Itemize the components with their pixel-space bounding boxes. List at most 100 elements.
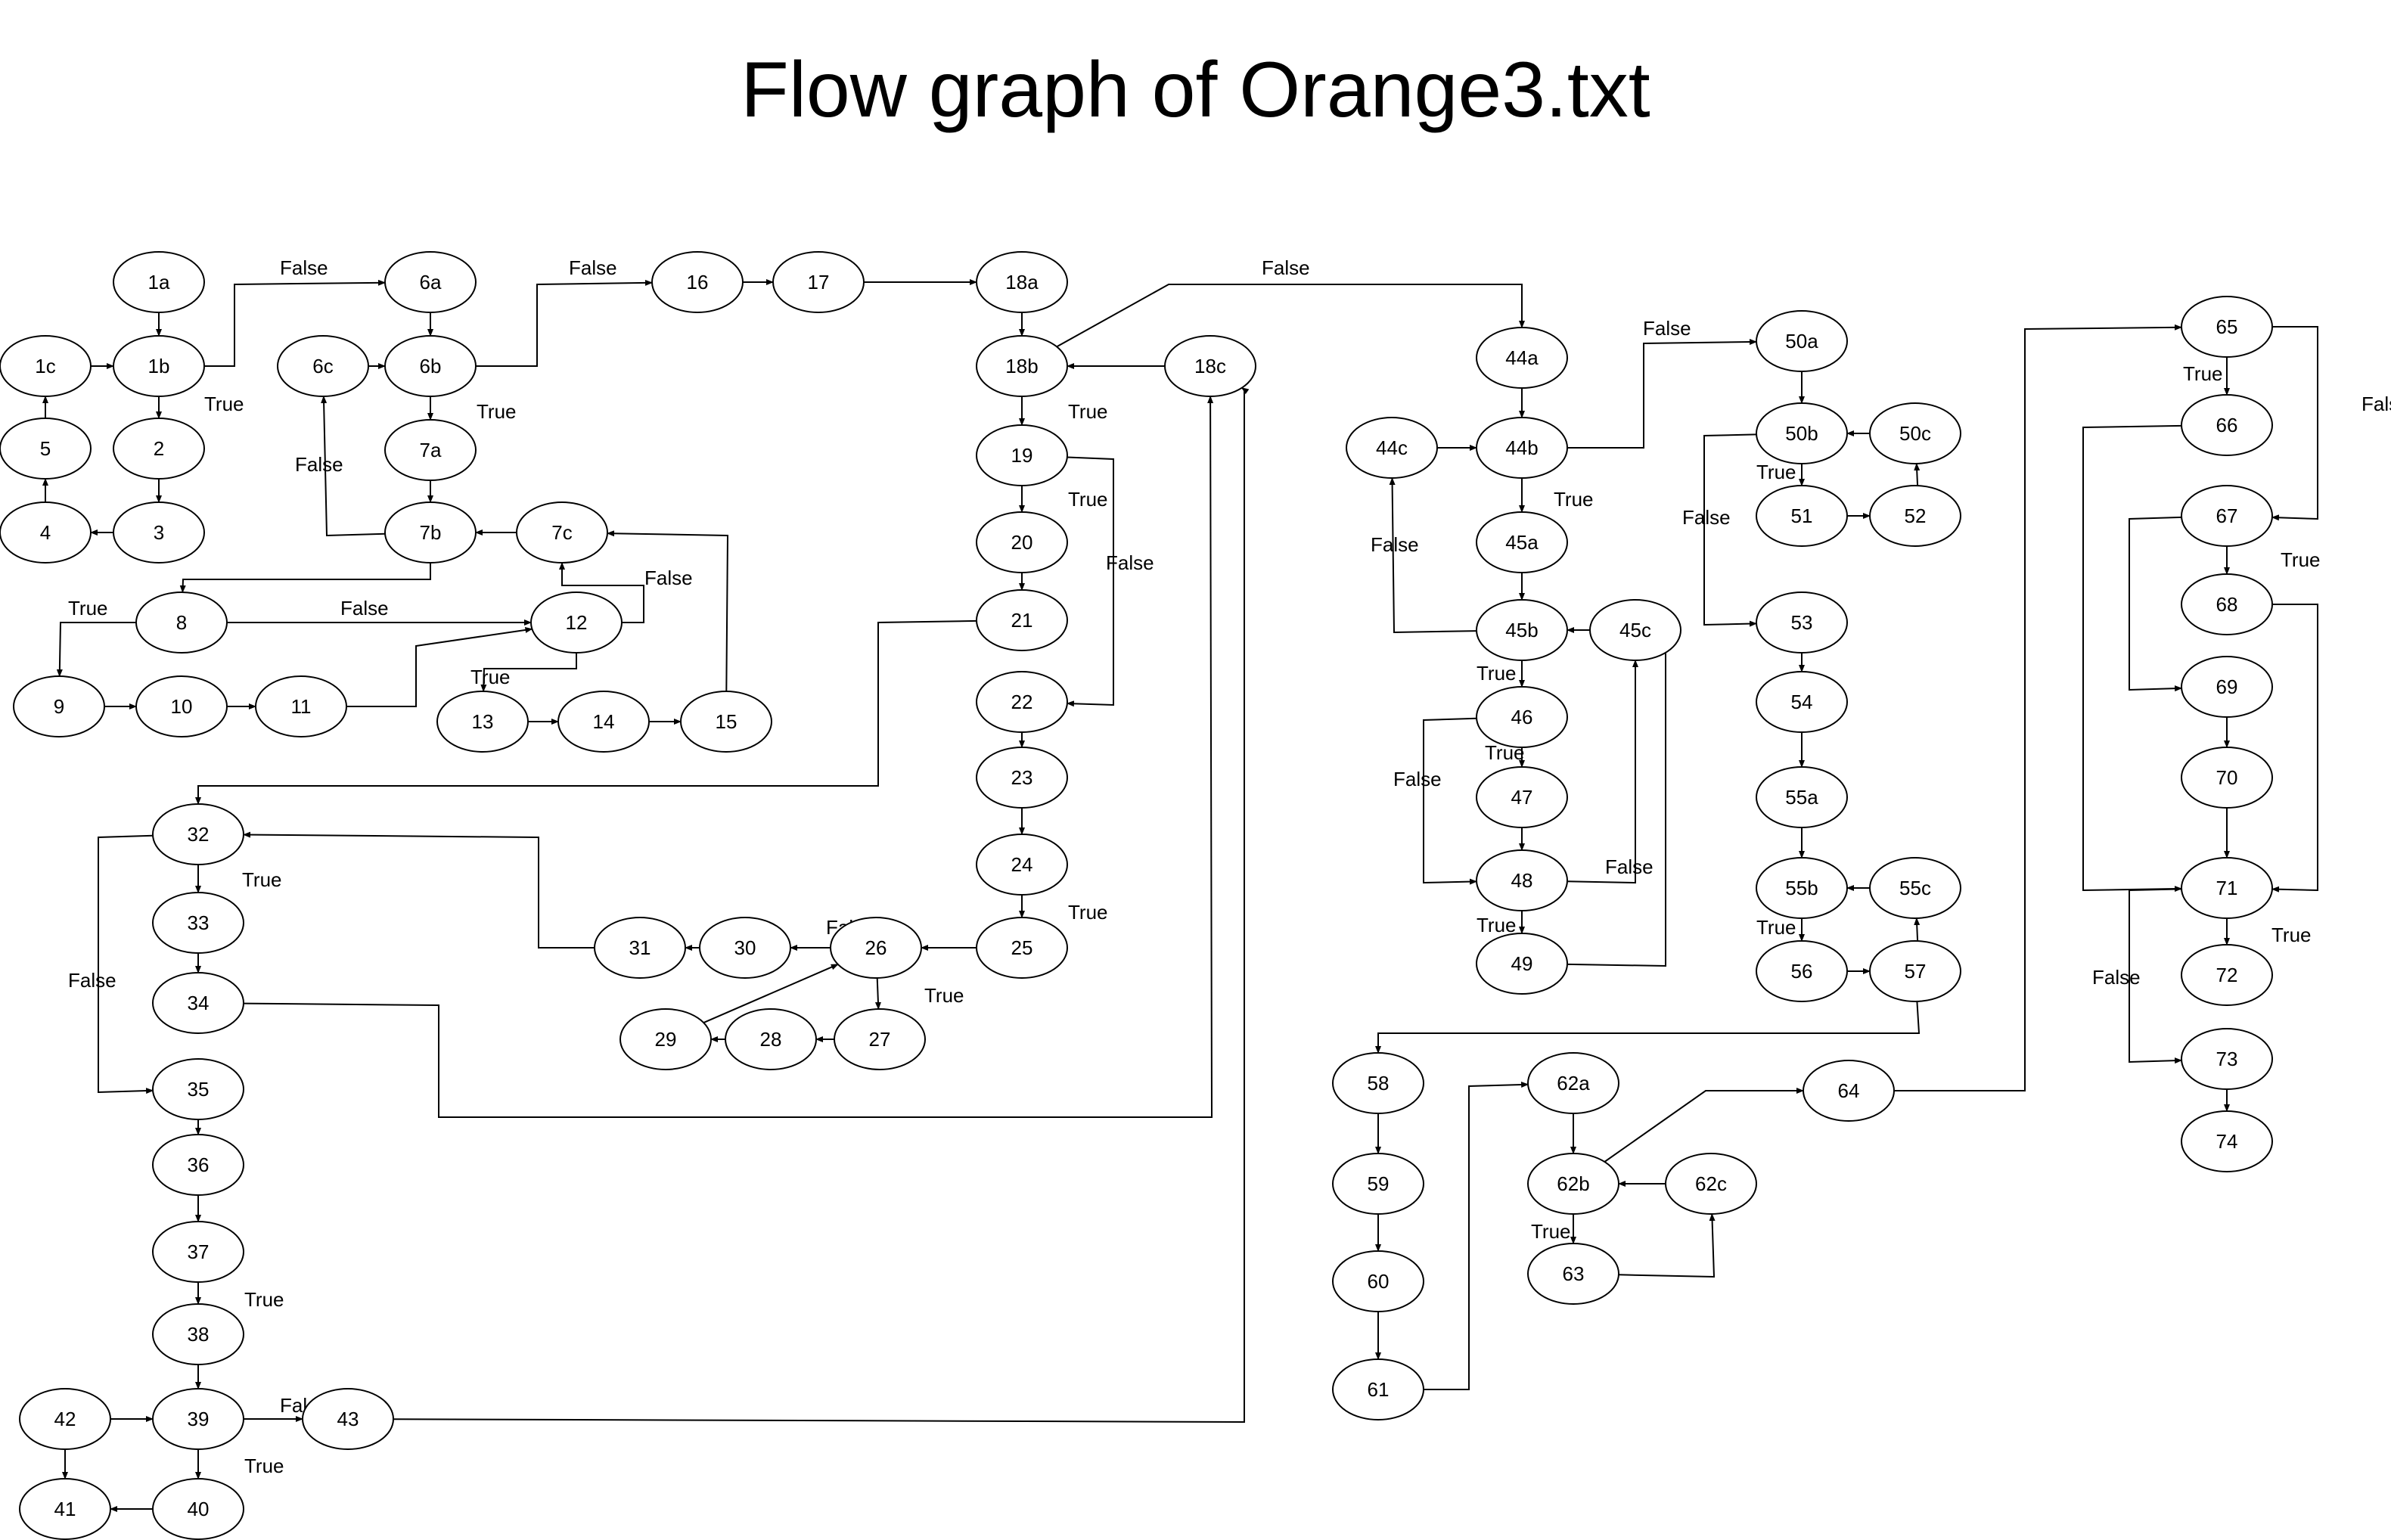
node-shape bbox=[0, 335, 92, 397]
node-label: 50b bbox=[1785, 422, 1818, 445]
node-shape bbox=[2181, 1028, 2273, 1090]
node-label: 34 bbox=[188, 992, 210, 1014]
edge-26-to-27 bbox=[874, 977, 881, 1010]
node-shape bbox=[2181, 1110, 2273, 1172]
node-label: 67 bbox=[2216, 505, 2238, 527]
edge-label-1b-to-2: True bbox=[204, 393, 244, 415]
node-label: 30 bbox=[734, 936, 756, 959]
node-label: 33 bbox=[188, 911, 210, 934]
node-31: 31 bbox=[594, 917, 686, 979]
edge-57-to-58 bbox=[1375, 1001, 1921, 1054]
node-shape bbox=[976, 511, 1068, 573]
node-14: 14 bbox=[557, 691, 650, 753]
node-44c: 44c bbox=[1346, 417, 1438, 479]
edge-63-to-62c bbox=[1618, 1213, 1716, 1278]
node-label: 45c bbox=[1619, 619, 1651, 641]
edge-label-8-to-12: False bbox=[340, 597, 389, 619]
node-1c: 1c bbox=[0, 335, 92, 397]
node-45a: 45a bbox=[1476, 511, 1568, 573]
node-9: 9 bbox=[13, 675, 105, 737]
node-shape bbox=[1476, 849, 1568, 911]
node-label: 71 bbox=[2216, 877, 2238, 899]
node-shape bbox=[1527, 1243, 1619, 1305]
node-label: 70 bbox=[2216, 766, 2238, 789]
node-shape bbox=[1332, 1153, 1424, 1215]
node-shape bbox=[384, 419, 477, 481]
node-shape bbox=[976, 335, 1068, 397]
node-label: 65 bbox=[2216, 315, 2238, 338]
node-shape bbox=[1756, 402, 1848, 464]
node-40: 40 bbox=[152, 1478, 244, 1540]
node-shape bbox=[152, 892, 244, 954]
node-label: 62c bbox=[1695, 1172, 1727, 1195]
node-label: 24 bbox=[1011, 853, 1033, 876]
node-label: 62a bbox=[1557, 1072, 1590, 1094]
node-label: 36 bbox=[188, 1153, 210, 1176]
edge-label-26-to-27: True bbox=[924, 984, 964, 1007]
node-shape bbox=[2181, 296, 2273, 358]
edge-7b-to-6c bbox=[321, 396, 386, 537]
node-shape bbox=[2181, 485, 2273, 547]
edge-label-37-to-38: True bbox=[244, 1288, 284, 1311]
node-shape bbox=[1665, 1153, 1757, 1215]
node-shape bbox=[1476, 511, 1568, 573]
node-label: 52 bbox=[1905, 505, 1927, 527]
node-45b: 45b bbox=[1476, 599, 1568, 661]
node-30: 30 bbox=[699, 917, 791, 979]
node-shape bbox=[152, 1478, 244, 1540]
node-label: 5 bbox=[40, 437, 51, 460]
edge-label-18b-to-44a: False bbox=[1262, 256, 1310, 279]
node-label: 43 bbox=[337, 1408, 359, 1430]
node-label: 59 bbox=[1368, 1172, 1390, 1195]
edge-label-67-to-68: True bbox=[2281, 548, 2321, 571]
node-label: 46 bbox=[1511, 706, 1533, 728]
node-label: 58 bbox=[1368, 1072, 1390, 1094]
node-34: 34 bbox=[152, 972, 244, 1034]
node-shape bbox=[1756, 485, 1848, 547]
node-label: 39 bbox=[188, 1408, 210, 1430]
edge-label-44b-to-45a: True bbox=[1554, 488, 1594, 511]
node-label: 18c bbox=[1194, 355, 1226, 377]
node-36: 36 bbox=[152, 1134, 244, 1196]
node-44a: 44a bbox=[1476, 327, 1568, 389]
node-7c: 7c bbox=[516, 501, 608, 564]
node-shape bbox=[152, 1303, 244, 1365]
node-label: 44b bbox=[1505, 436, 1538, 459]
node-label: 9 bbox=[54, 695, 64, 718]
edge-45b-to-44c bbox=[1389, 477, 1477, 634]
node-57: 57 bbox=[1869, 940, 1961, 1002]
node-label: 55b bbox=[1785, 877, 1818, 899]
node-label: 18a bbox=[1005, 271, 1039, 293]
node-label: 45b bbox=[1505, 619, 1538, 641]
node-28: 28 bbox=[725, 1008, 817, 1070]
node-label: 7a bbox=[420, 439, 442, 461]
node-label: 32 bbox=[188, 823, 210, 846]
node-shape bbox=[2181, 656, 2273, 718]
node-shape bbox=[976, 251, 1068, 313]
node-shape bbox=[557, 691, 650, 753]
node-label: 37 bbox=[188, 1240, 210, 1263]
node-label: 18b bbox=[1005, 355, 1038, 377]
node-shape bbox=[530, 591, 623, 654]
node-7b: 7b bbox=[384, 501, 477, 564]
edge-15-to-7c bbox=[607, 530, 729, 692]
node-22: 22 bbox=[976, 671, 1068, 733]
node-32: 32 bbox=[152, 803, 244, 865]
node-shape bbox=[0, 501, 92, 564]
node-label: 1a bbox=[148, 271, 170, 293]
node-3: 3 bbox=[113, 501, 205, 564]
node-10: 10 bbox=[135, 675, 228, 737]
edge-label-19-to-22: False bbox=[1106, 551, 1154, 574]
node-label: 44a bbox=[1505, 346, 1539, 369]
node-13: 13 bbox=[436, 691, 529, 753]
node-42: 42 bbox=[19, 1388, 111, 1450]
edge-label-44b-to-50a: False bbox=[1643, 317, 1691, 340]
node-label: 64 bbox=[1838, 1079, 1860, 1102]
node-11: 11 bbox=[255, 675, 347, 737]
node-shape bbox=[1756, 940, 1848, 1002]
node-label: 8 bbox=[176, 611, 187, 634]
node-50c: 50c bbox=[1869, 402, 1961, 464]
node-35: 35 bbox=[152, 1058, 244, 1120]
node-71: 71 bbox=[2181, 857, 2273, 919]
node-shape bbox=[2181, 857, 2273, 919]
